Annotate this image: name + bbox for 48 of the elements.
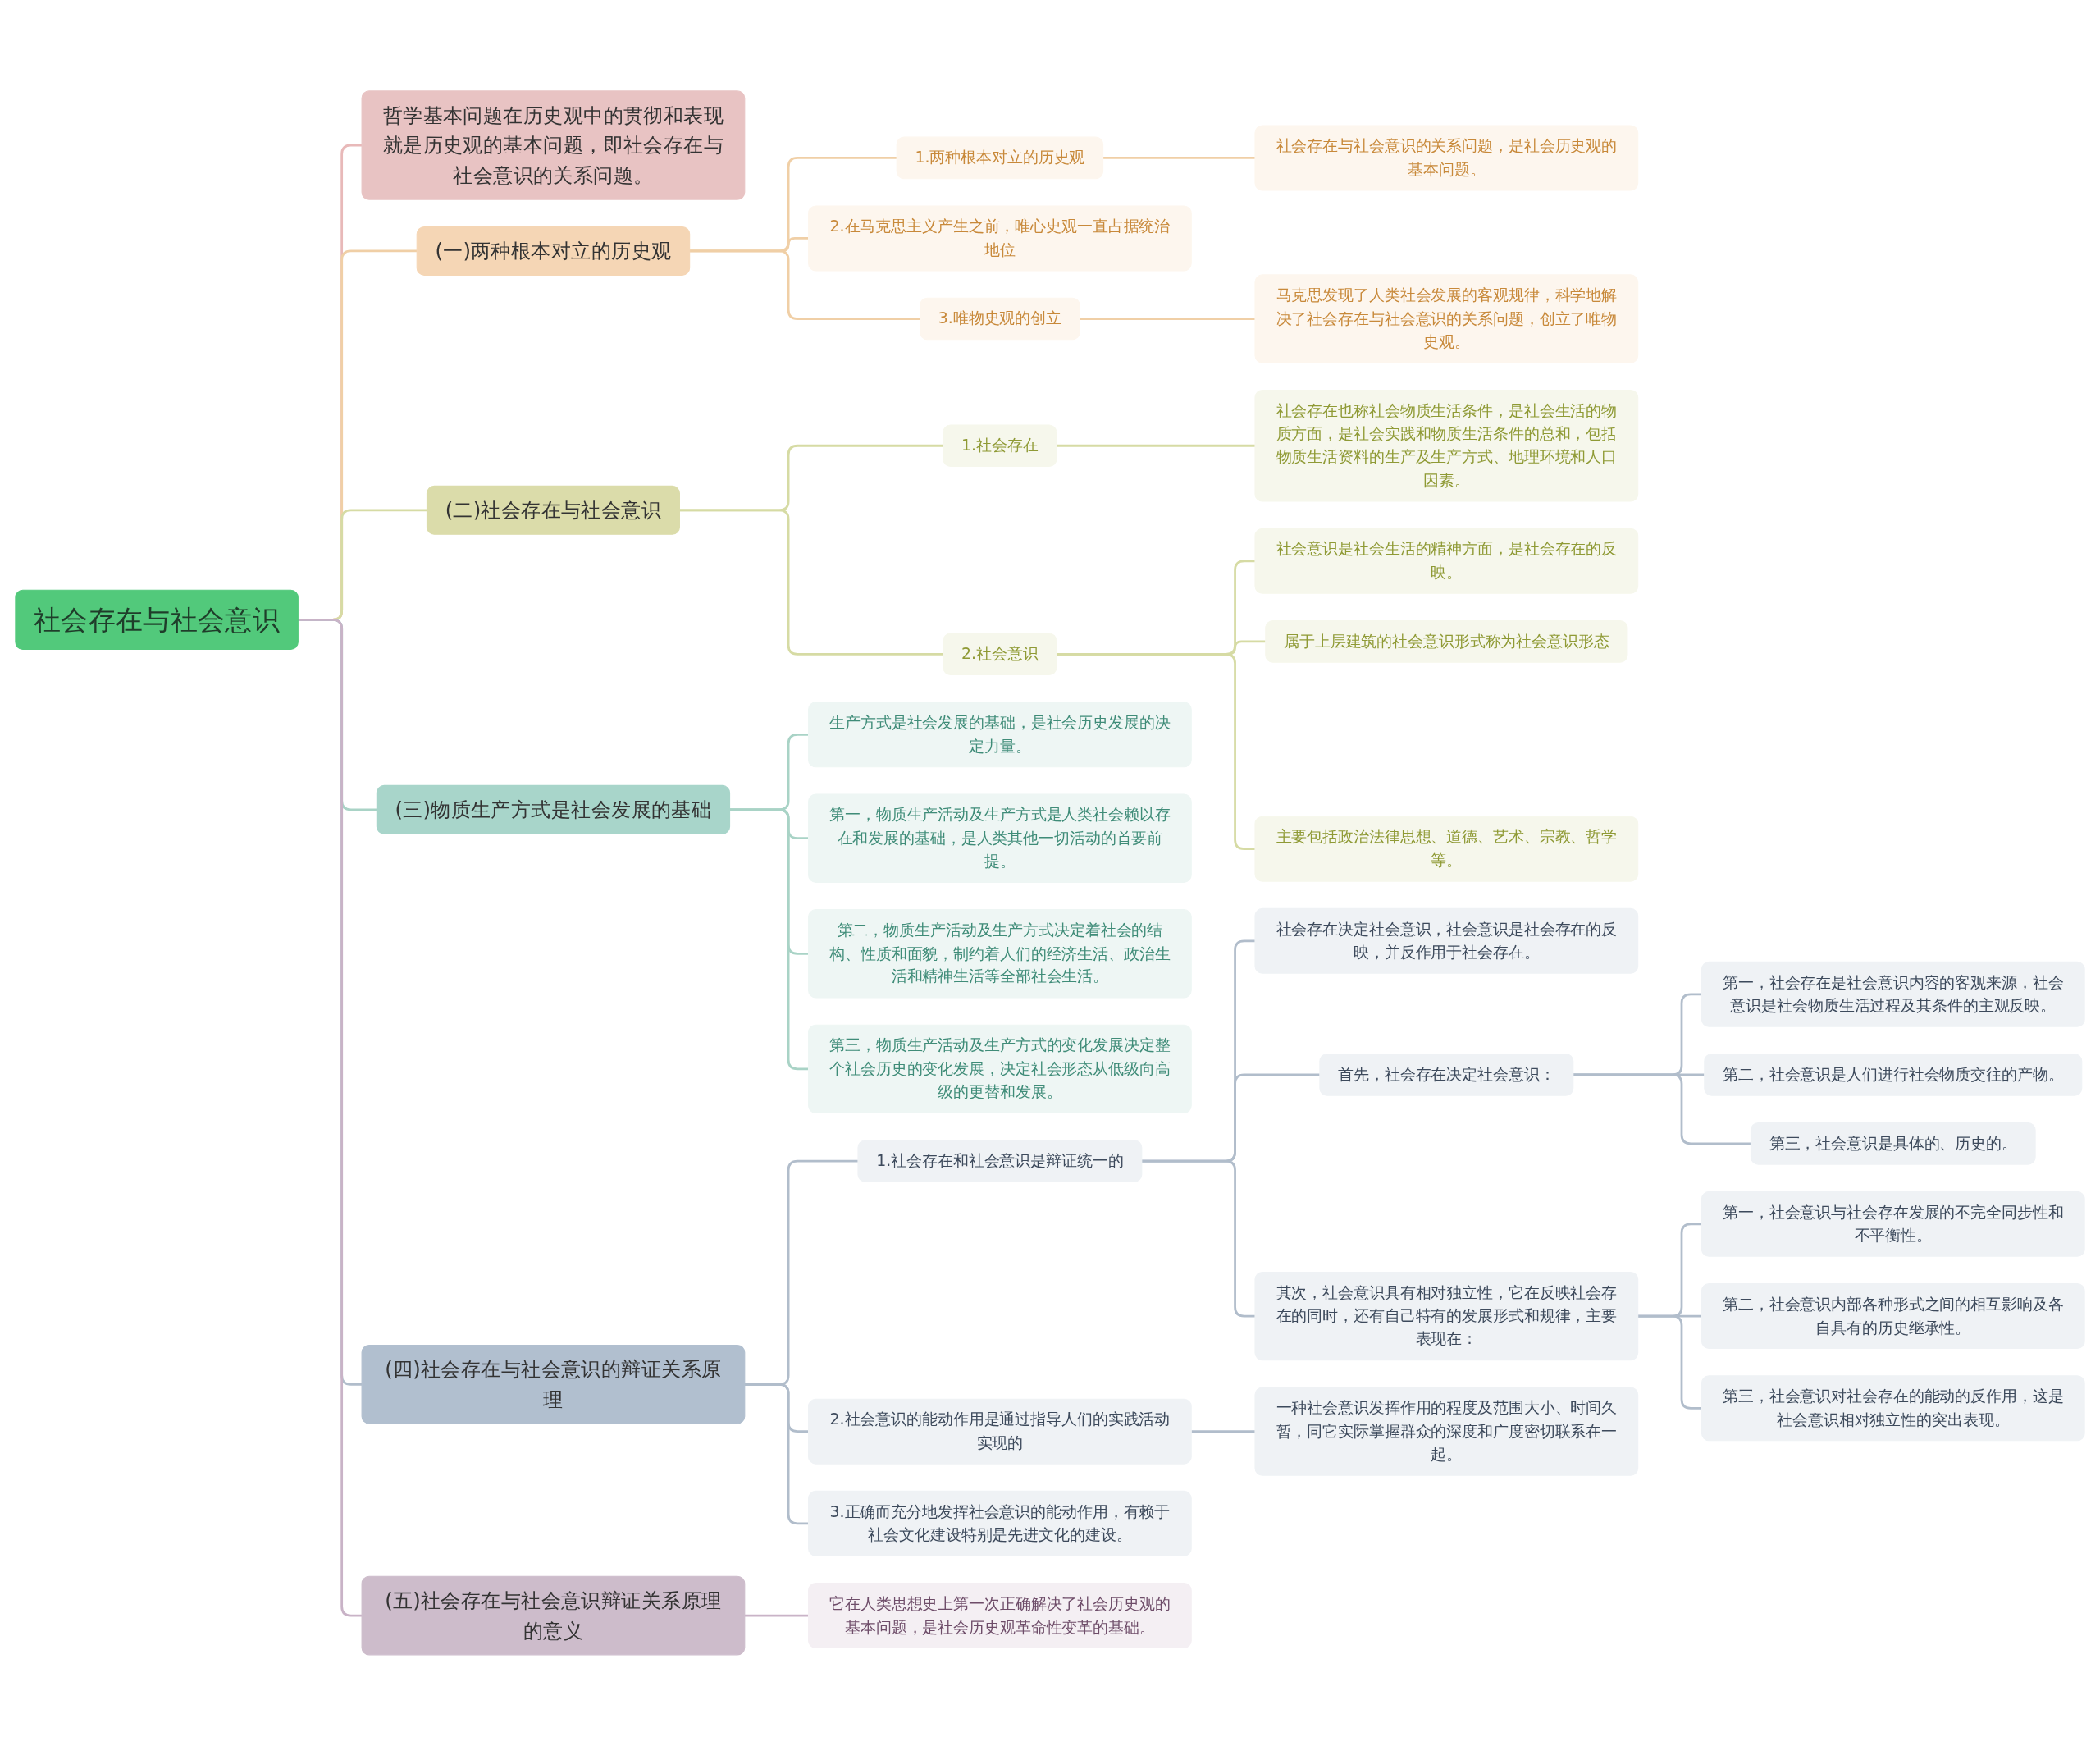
connector <box>1080 318 1255 321</box>
node-box: 社会存在与社会意识的关系问题，是社会历史观的基本问题。 <box>1254 125 1639 191</box>
node-box: (五)社会存在与社会意识辩证关系原理的意义 <box>361 1575 746 1656</box>
node-box: 第二，物质生产活动及生产方式决定着社会的结构、性质和面貌，制约着人们的经济生活、政治生活和精神生活等全部社会生活。 <box>808 909 1192 999</box>
node-box: 第三，社会意识对社会存在的能动的反作用，这是社会意识相对独立性的突出表现。 <box>1701 1375 2085 1442</box>
node-box: 社会意识是社会生活的精神方面，是社会存在的反映。 <box>1254 528 1639 594</box>
node-box: 3.正确而充分地发挥社会意识的能动作用，有赖于社会文化建设特别是先进文化的建设。 <box>808 1491 1192 1556</box>
node-box: 3.唯物史观的创立 <box>920 297 1080 341</box>
node-box: 2.在马克思主义产生之前，唯心史观一直占据统治地位 <box>808 205 1192 272</box>
node-box: 第二，社会意识是人们进行社会物质交往的产物。 <box>1704 1054 2083 1096</box>
node-box: (四)社会存在与社会意识的辩证关系原理 <box>361 1345 746 1424</box>
connector <box>744 1614 809 1617</box>
node-box: (一)两种根本对立的历史观 <box>416 226 691 276</box>
node-box: 第二，社会意识内部各种形式之间的相互影响及各自具有的历史继承性。 <box>1701 1283 2085 1350</box>
node-box: 2.社会意识 <box>943 633 1057 676</box>
connector <box>1102 157 1255 159</box>
node-box: 哲学基本问题在历史观中的贯彻和表现就是历史观的基本问题，即社会存在与社会意识的关系问题。 <box>361 90 746 200</box>
node-box: (二)社会存在与社会意识 <box>426 486 680 535</box>
node-box: 第三，物质生产活动及生产方式的变化发展决定整个社会历史的变化发展，决定社会形态从低级向高级的更替和发展。 <box>808 1024 1192 1114</box>
node-box: 第一，物质生产活动及生产方式是人类社会赖以存在和发展的基础，是人类其他一切活动的首要前提。 <box>808 793 1192 883</box>
node-box: 第三，社会意识是具体的、历史的。 <box>1750 1122 2036 1165</box>
connector <box>729 808 809 1071</box>
node-box: 生产方式是社会发展的基础，是社会历史发展的决定力量。 <box>808 702 1192 768</box>
node-box: 1.两种根本对立的历史观 <box>896 136 1104 180</box>
connector <box>1191 1430 1255 1433</box>
node-box: 社会存在也称社会物质生活条件，是社会生活的物质方面，是社会实践和物质生活条件的总和，包括物质生活资料的生产及生产方式、地理环境和人口因素。 <box>1254 390 1639 502</box>
connector <box>1141 1159 1255 1318</box>
connector <box>679 509 943 656</box>
node-box: 属于上层建筑的社会意识形式称为社会意识形态 <box>1265 620 1628 663</box>
connector <box>1573 1073 1751 1145</box>
connector <box>1056 445 1255 447</box>
node-box: 1.社会存在和社会意识是辩证统一的 <box>857 1140 1143 1182</box>
node-box: 其次，社会意识具有相对独立性，它在反映社会存在的同时，还有自己特有的发展形式和规律，主要表现在： <box>1254 1272 1639 1361</box>
connector <box>744 1383 809 1525</box>
node-box: 1.社会存在 <box>943 424 1057 468</box>
node-box: (三)物质生产方式是社会发展的基础 <box>376 785 731 834</box>
node-box: 社会存在决定社会意识，社会意识是社会存在的反映，并反作用于社会存在。 <box>1254 908 1639 974</box>
node-box: 它在人类思想史上第一次正确解决了社会历史观的基本问题，是社会历史观革命性变革的基础。 <box>808 1583 1192 1649</box>
node-box: 2.社会意识的能动作用是通过指导人们的实践活动实现的 <box>808 1398 1192 1465</box>
node-box: 主要包括政治法律思想、道德、艺术、宗教、哲学等。 <box>1254 816 1639 882</box>
node-box: 一种社会意识发挥作用的程度及范围大小、时间久暂，同它实际掌握群众的深度和广度密切联系在一起。 <box>1254 1387 1639 1476</box>
node-box: 马克思发现了人类社会发展的客观规律，科学地解决了社会存在与社会意识的关系问题，创立了唯物史观。 <box>1254 274 1639 363</box>
node-box: 社会存在与社会意识 <box>15 589 299 651</box>
connector <box>1637 1314 1702 1410</box>
node-box: 第一，社会存在是社会意识内容的客观来源，社会意识是社会物质生活过程及其条件的主观反映。 <box>1701 962 2085 1027</box>
node-box: 第一，社会意识与社会存在发展的不完全同步性和不平衡性。 <box>1701 1191 2085 1257</box>
node-box: 首先，社会存在决定社会意识： <box>1319 1054 1574 1096</box>
connector <box>689 249 920 321</box>
